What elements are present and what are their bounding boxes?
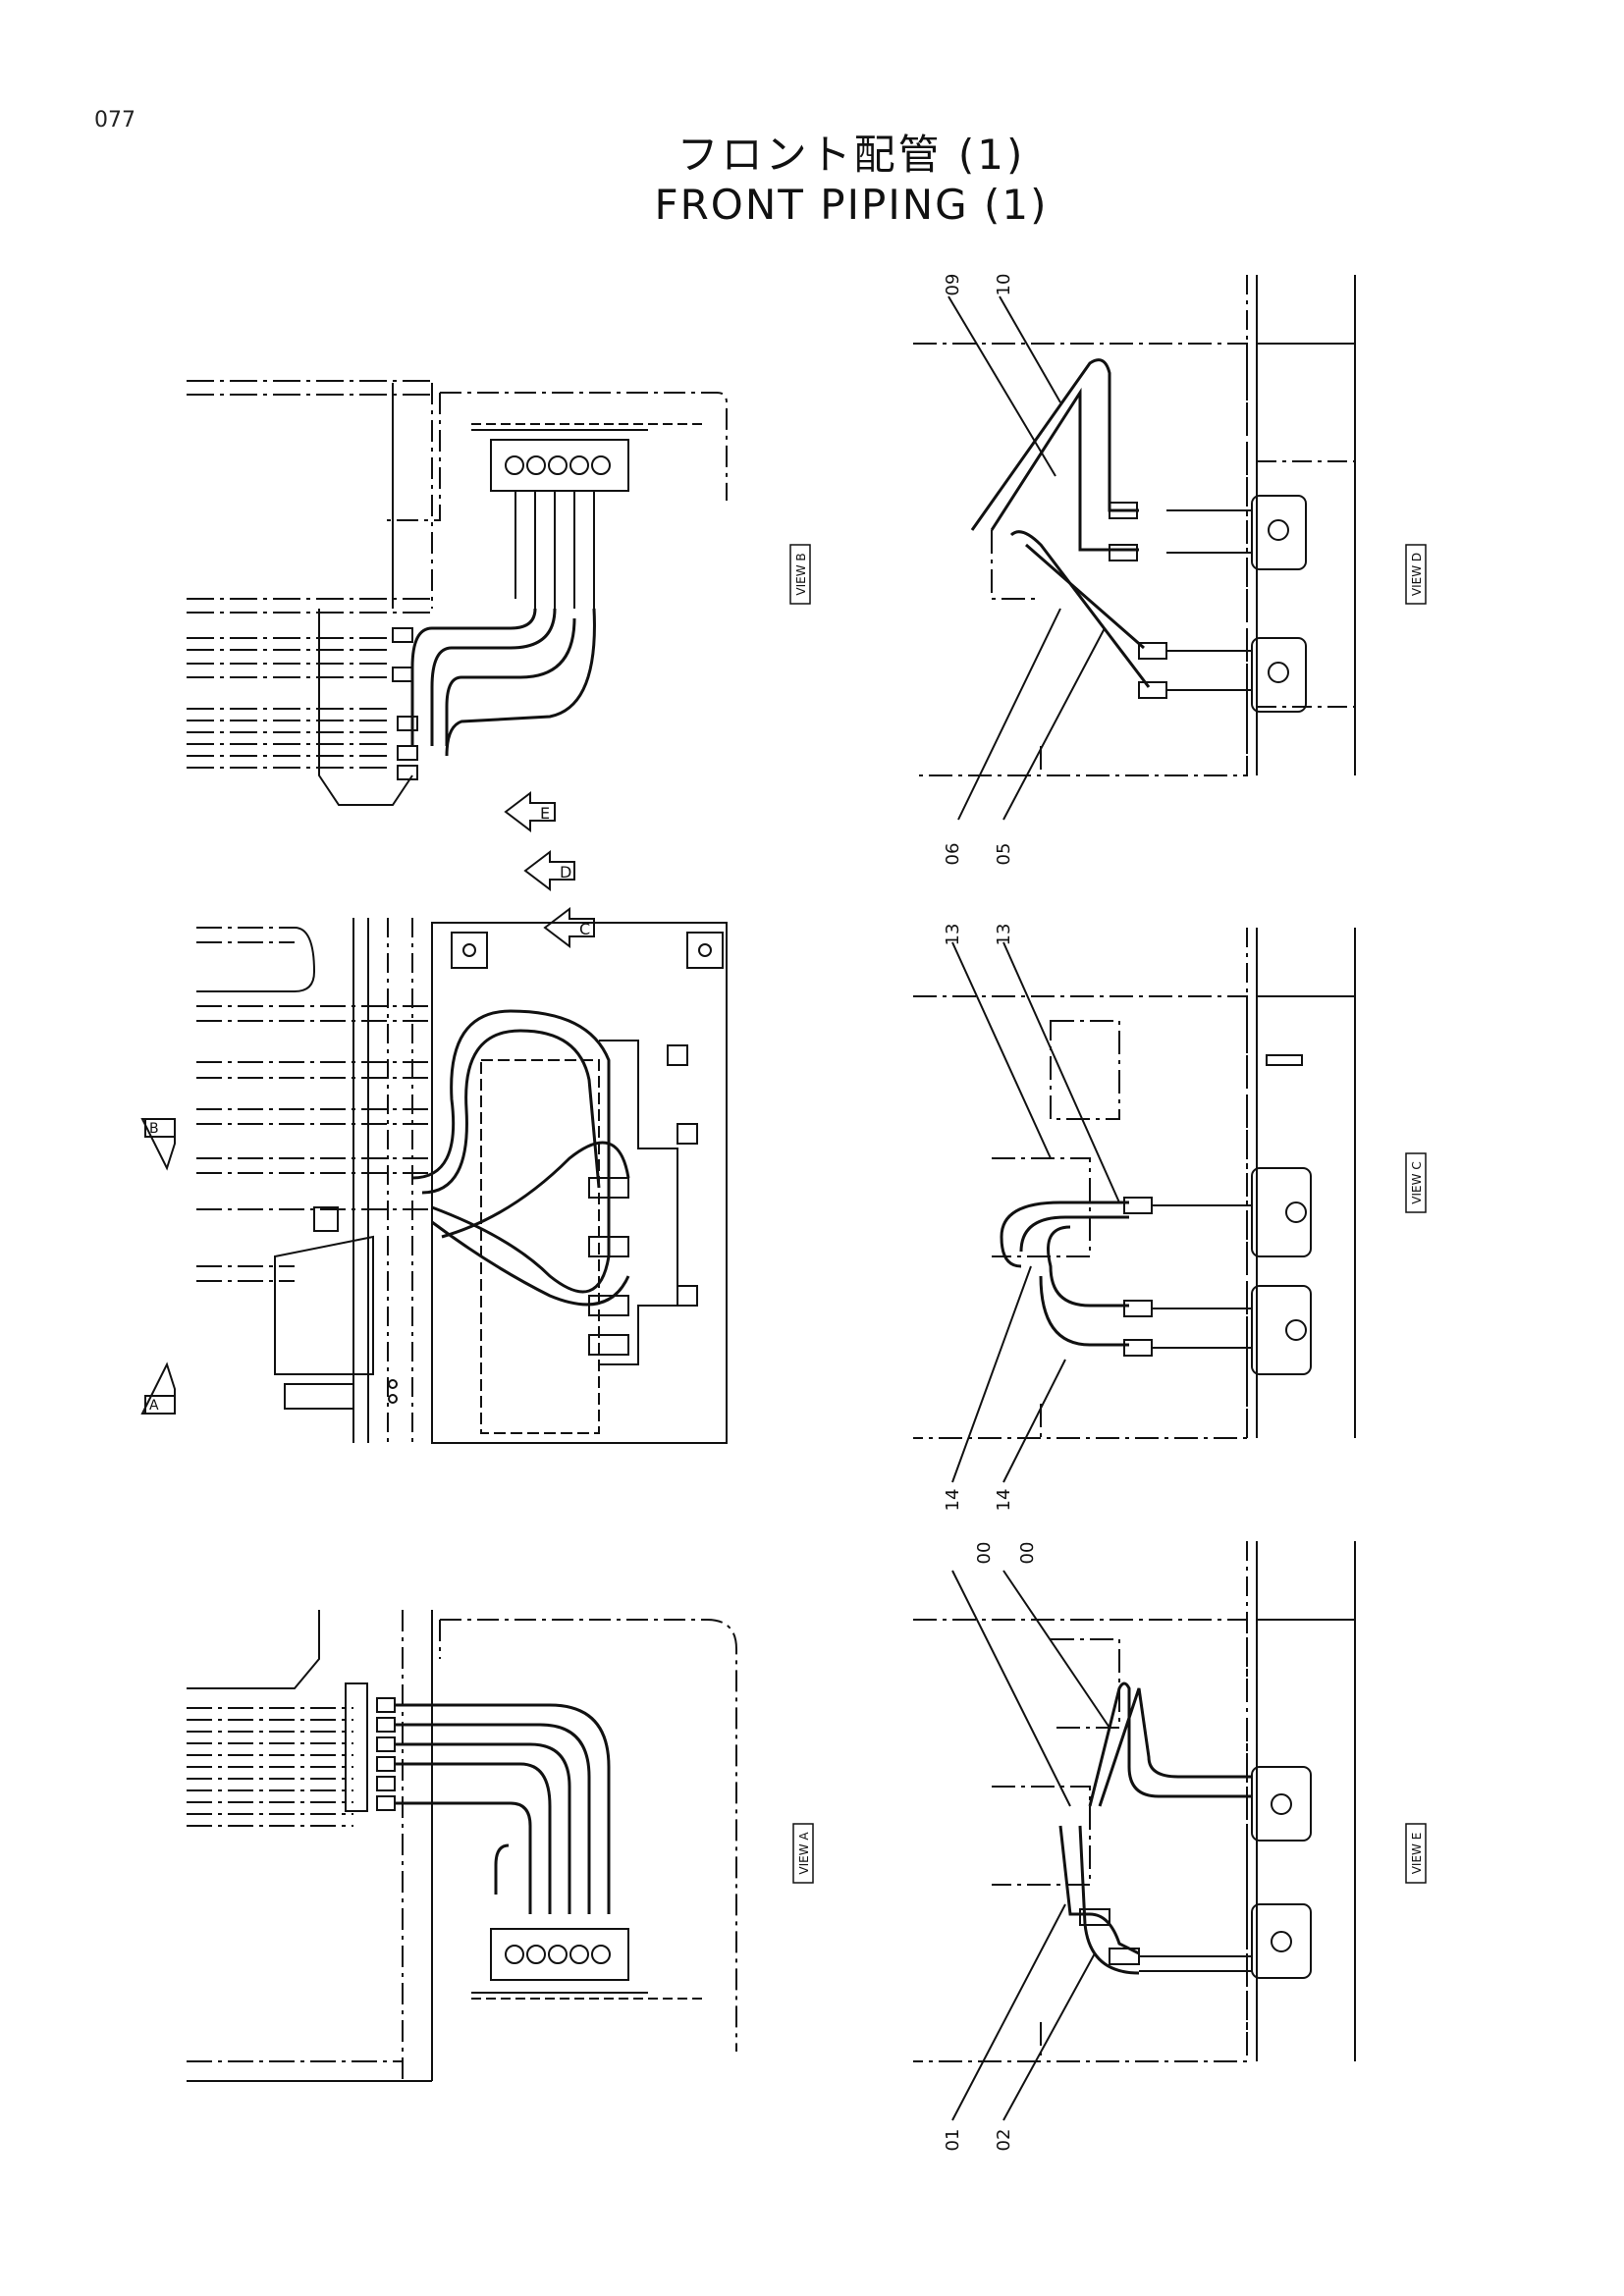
arrow-a-label: A [149,1398,159,1414]
view-d-label: VIEW D [1405,544,1427,605]
svg-text:VIEW E: VIEW E [1410,1833,1424,1875]
title-japanese: フロント配管 (1) [677,131,1026,179]
view-e-label: VIEW E [1405,1823,1427,1884]
callout-09: 09 [943,274,963,296]
arrow-b-label: B [149,1121,159,1137]
view-c-drawing [913,928,1356,1483]
page-number: 077 [94,108,135,133]
arrow-c-label: C [579,920,590,938]
arrow-d-label: D [560,863,571,881]
view-a-drawing [187,1610,737,2082]
callout-10: 10 [994,274,1014,296]
callout-01: 01 [943,2129,963,2152]
callout-13a: 13 [943,924,963,946]
page-title: フロント配管 (1) FRONT PIPING (1) [0,130,1624,230]
view-b-label: VIEW B [789,544,811,605]
svg-text:VIEW A: VIEW A [797,1832,811,1875]
callout-05: 05 [994,843,1014,866]
view-arrows-left [140,1118,176,1415]
main-plan-drawing [196,918,728,1444]
svg-text:VIEW B: VIEW B [794,553,808,595]
view-e-drawing [913,1541,1356,2121]
view-c-label: VIEW C [1405,1152,1427,1213]
view-d-drawing [913,275,1356,821]
view-b-drawing [187,380,728,806]
callout-14b: 14 [994,1489,1014,1512]
callout-00a: 00 [974,1542,995,1565]
view-arrows-upper [504,790,595,949]
svg-text:VIEW D: VIEW D [1410,553,1424,596]
svg-text:VIEW C: VIEW C [1410,1161,1424,1203]
arrow-e-label: E [540,804,550,823]
callout-02: 02 [994,2129,1014,2152]
view-a-label: VIEW A [792,1823,814,1884]
title-english: FRONT PIPING (1) [654,181,1049,229]
callout-06: 06 [943,843,963,866]
callout-13b: 13 [994,924,1014,946]
callout-00b: 00 [1017,1542,1038,1565]
callout-14a: 14 [943,1489,963,1512]
